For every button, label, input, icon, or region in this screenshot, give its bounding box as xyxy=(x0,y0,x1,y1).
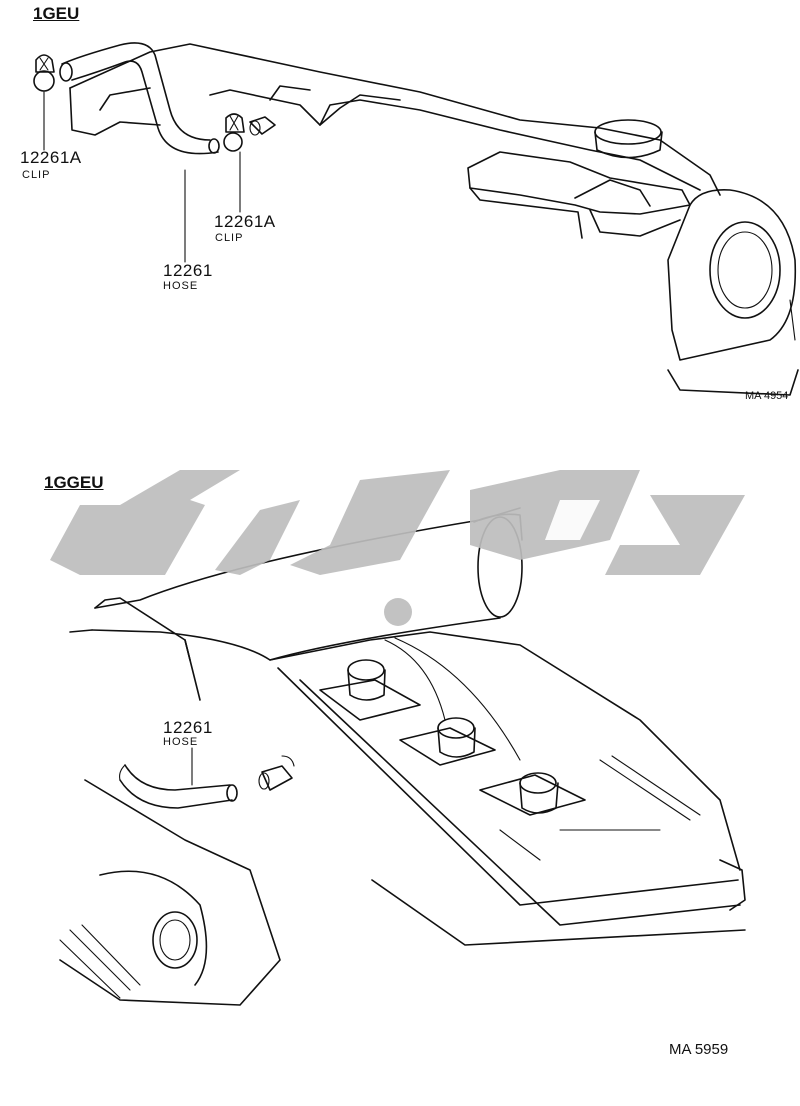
callout-clip-right-name: CLIP xyxy=(215,232,244,244)
clip-left-drawing xyxy=(33,54,55,92)
callout-clip-left-name: CLIP xyxy=(22,169,51,181)
drawing-number-lower: MA 5959 xyxy=(669,1041,729,1058)
clip-right-drawing xyxy=(223,113,245,152)
drawing-number-upper: MA 4954 xyxy=(745,390,789,402)
upper-engine-drawing xyxy=(33,42,799,396)
callout-hose-lower-part-no: 12261 xyxy=(163,718,213,737)
watermark-graphic xyxy=(50,470,745,626)
lower-engine-drawing xyxy=(59,507,746,1006)
section-title-1geu: 1GEU xyxy=(33,4,80,23)
callout-hose-upper-name: HOSE xyxy=(163,280,199,292)
callout-clip-right-part-no: 12261A xyxy=(214,212,276,231)
callout-hose-upper-part-no: 12261 xyxy=(163,261,213,280)
callout-hose-lower-name: HOSE xyxy=(163,736,199,748)
callout-clip-left-part-no: 12261A xyxy=(20,148,82,167)
section-title-1ggeu: 1GGEU xyxy=(44,473,104,492)
